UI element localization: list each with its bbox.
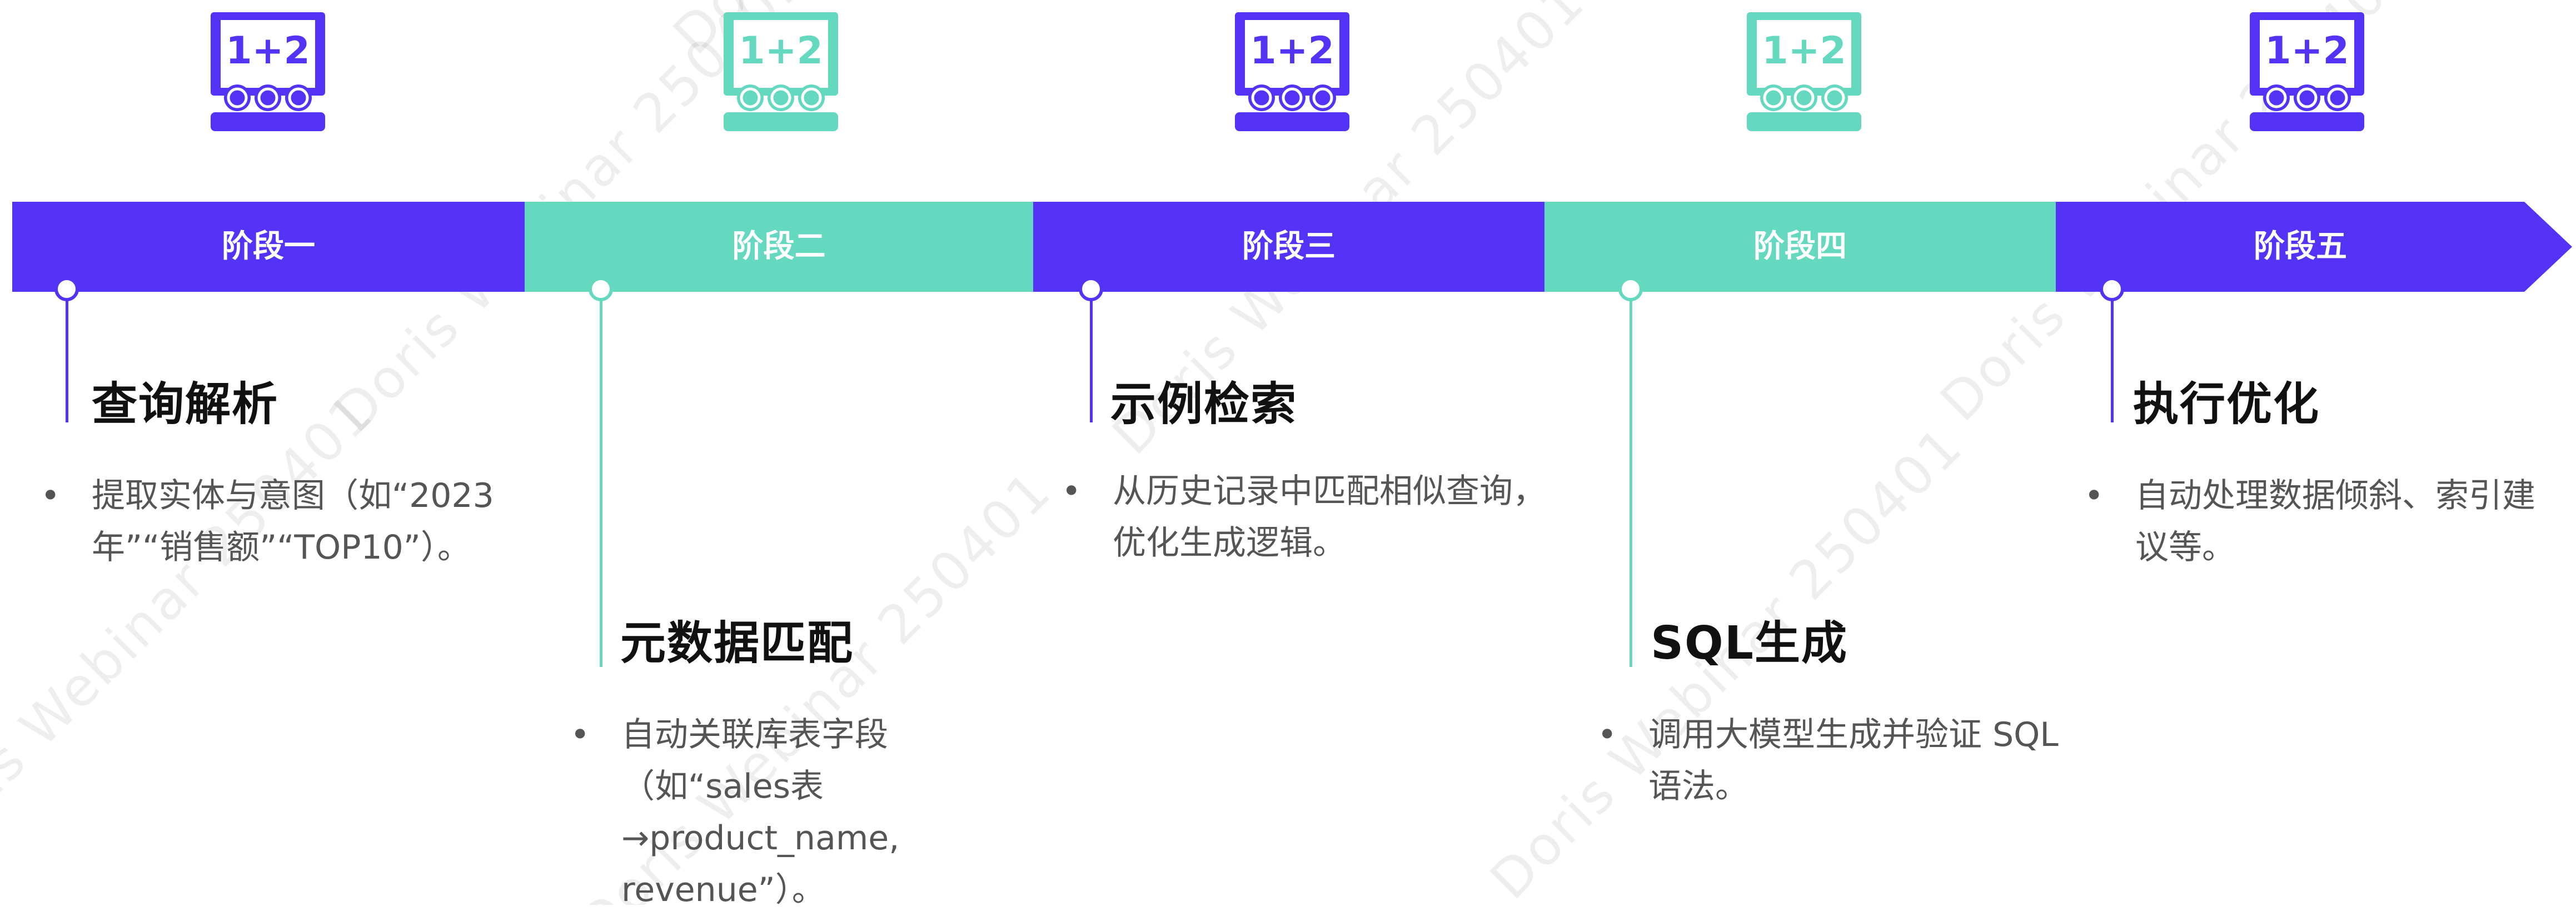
connector-line xyxy=(1090,289,1093,422)
team-presentation-icon: 1+2 xyxy=(205,9,331,135)
stage-label: 阶段三 xyxy=(1242,228,1336,265)
bullet-dot-icon: • xyxy=(2084,476,2104,515)
stage-label: 阶段四 xyxy=(1753,228,1847,265)
stage-title: SQL生成 xyxy=(1651,617,1848,670)
stage-title: 执行优化 xyxy=(2133,378,2320,431)
stage-label: 阶段二 xyxy=(732,228,826,265)
timeline-dot xyxy=(2100,277,2124,301)
connector-line xyxy=(600,289,602,667)
stage-bullet: • 从历史记录中匹配相似查询，优化生成逻辑。 xyxy=(1062,466,1552,569)
connector-line xyxy=(2111,289,2114,422)
timeline-band: 阶段一 阶段二 阶段三 阶段四 阶段五 xyxy=(12,202,2574,292)
bullet-dot-icon: • xyxy=(570,715,590,754)
timeline-dot xyxy=(589,277,613,301)
bullet-dot-icon: • xyxy=(1597,715,1617,754)
team-presentation-icon: 1+2 xyxy=(1741,9,1867,135)
icon-label: 1+2 xyxy=(739,29,823,73)
stage-description: 从历史记录中匹配相似查询，优化生成逻辑。 xyxy=(1113,472,1546,562)
stage-label: 阶段五 xyxy=(2254,228,2347,265)
stage-bullet: • 自动处理数据倾斜、索引建议等。 xyxy=(2084,470,2535,574)
stage-description: 自动处理数据倾斜、索引建议等。 xyxy=(2135,476,2535,567)
stage-description: 调用大模型生成并验证 SQL 语法。 xyxy=(1648,715,2059,806)
connector-line xyxy=(66,289,68,422)
stage-title: 查询解析 xyxy=(92,378,279,431)
bullet-dot-icon: • xyxy=(1062,472,1082,511)
bullet-dot-icon: • xyxy=(41,476,61,515)
timeline-dot xyxy=(1079,277,1103,301)
timeline-dot xyxy=(1618,277,1643,301)
watermark-text: Doris Webinar 250401 xyxy=(0,381,386,878)
team-presentation-icon: 1+2 xyxy=(1229,9,1355,135)
icon-label: 1+2 xyxy=(1250,29,1334,73)
icon-label: 1+2 xyxy=(226,29,310,73)
stage-title: 示例检索 xyxy=(1110,378,1298,431)
icon-label: 1+2 xyxy=(1762,29,1846,73)
team-presentation-icon: 1+2 xyxy=(718,9,844,135)
connector-line xyxy=(1630,289,1632,667)
stage-description: 提取实体与意图（如“2023年”“销售额”“TOP10”）。 xyxy=(92,476,494,567)
stage-bullet: • 自动关联库表字段（如“sales表→product_name, revenu… xyxy=(570,709,1005,916)
stage-description: 自动关联库表字段（如“sales表→product_name, revenue”… xyxy=(621,715,900,909)
team-presentation-icon: 1+2 xyxy=(2244,9,2370,135)
stage-bullet: • 调用大模型生成并验证 SQL 语法。 xyxy=(1597,709,2087,813)
timeline-dot xyxy=(54,277,79,301)
stage-title: 元数据匹配 xyxy=(620,617,854,670)
stage-bullet: • 提取实体与意图（如“2023年”“销售额”“TOP10”）。 xyxy=(41,470,536,574)
stage-label: 阶段一 xyxy=(222,228,315,265)
icon-label: 1+2 xyxy=(2265,29,2349,73)
